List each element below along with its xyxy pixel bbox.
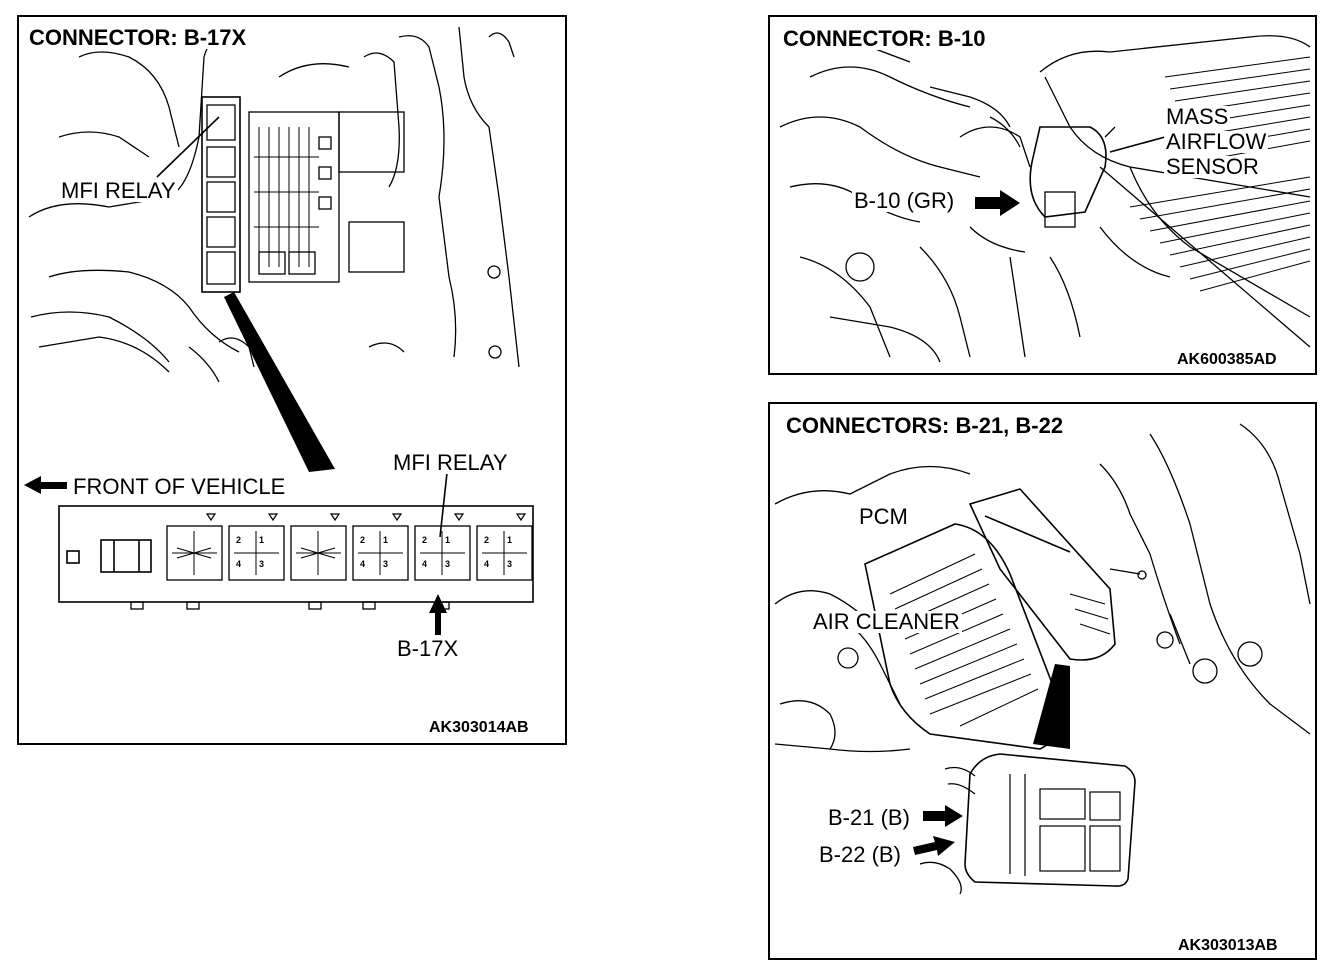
pin-label: 2	[236, 535, 242, 545]
connector-label: B-17X	[395, 636, 461, 661]
connector-b22-label: B-22 (B)	[817, 842, 903, 867]
pin-label: 4	[360, 559, 366, 569]
figure-code: AK303013AB	[1176, 937, 1280, 954]
mass-airflow-sensor-label-line-2: AIRFLOW	[1164, 129, 1269, 154]
triangle-marker-icon	[205, 513, 527, 522]
pin-label: 3	[507, 559, 513, 569]
pcm-air-cleaner-illustration	[774, 423, 1311, 895]
figure-code: AK303014AB	[427, 719, 531, 736]
panel-title: CONNECTOR: B-10	[780, 28, 989, 50]
connector-b10-panel: CONNECTOR: B-10 MASS AIRFLOW SENSOR B-10…	[768, 15, 1317, 375]
air-cleaner-label: AIR CLEANER	[811, 609, 962, 634]
pin-label: 1	[507, 535, 513, 545]
pin-label: 1	[259, 535, 265, 545]
pin-label: 2	[422, 535, 428, 545]
mass-airflow-sensor-label-line-3: SENSOR	[1164, 154, 1261, 179]
connector-b17x-panel: 2 1 4 3 2 1 4 3 2 1 4 3 2 1 4 3 CONNECTO…	[17, 15, 567, 745]
panel-title: CONNECTORS: B-21, B-22	[783, 415, 1067, 437]
panel-title: CONNECTOR: B-17X	[26, 27, 250, 49]
figure-code: AK600385AD	[1175, 351, 1279, 368]
connector-b21-label: B-21 (B)	[826, 805, 912, 830]
arrow-up-icon	[429, 594, 447, 635]
arrow-right-icon	[913, 805, 963, 856]
pin-label: 3	[383, 559, 389, 569]
pin-label: 2	[484, 535, 490, 545]
pin-label: 3	[259, 559, 265, 569]
mfi-relay-label: MFI RELAY	[59, 178, 178, 203]
arrow-right-icon	[975, 190, 1020, 216]
pin-label: 4	[422, 559, 428, 569]
pin-label: 1	[445, 535, 451, 545]
connector-label: B-10 (GR)	[852, 188, 957, 213]
mfi-relay-detail-label: MFI RELAY	[391, 450, 510, 475]
pin-label: 2	[360, 535, 366, 545]
arrow-left-icon	[24, 476, 67, 494]
pcm-label: PCM	[857, 504, 910, 529]
connectors-b21-b22-panel: CONNECTORS: B-21, B-22 PCM AIR CLEANER B…	[768, 402, 1317, 960]
front-of-vehicle-label: FRONT OF VEHICLE	[71, 474, 288, 499]
mass-airflow-sensor-label-line-1: MASS	[1164, 104, 1231, 129]
pin-label: 3	[445, 559, 451, 569]
pin-label: 4	[484, 559, 490, 569]
pin-label: 4	[236, 559, 242, 569]
engine-bay-fuse-box-illustration	[24, 26, 534, 635]
pin-label: 1	[383, 535, 389, 545]
